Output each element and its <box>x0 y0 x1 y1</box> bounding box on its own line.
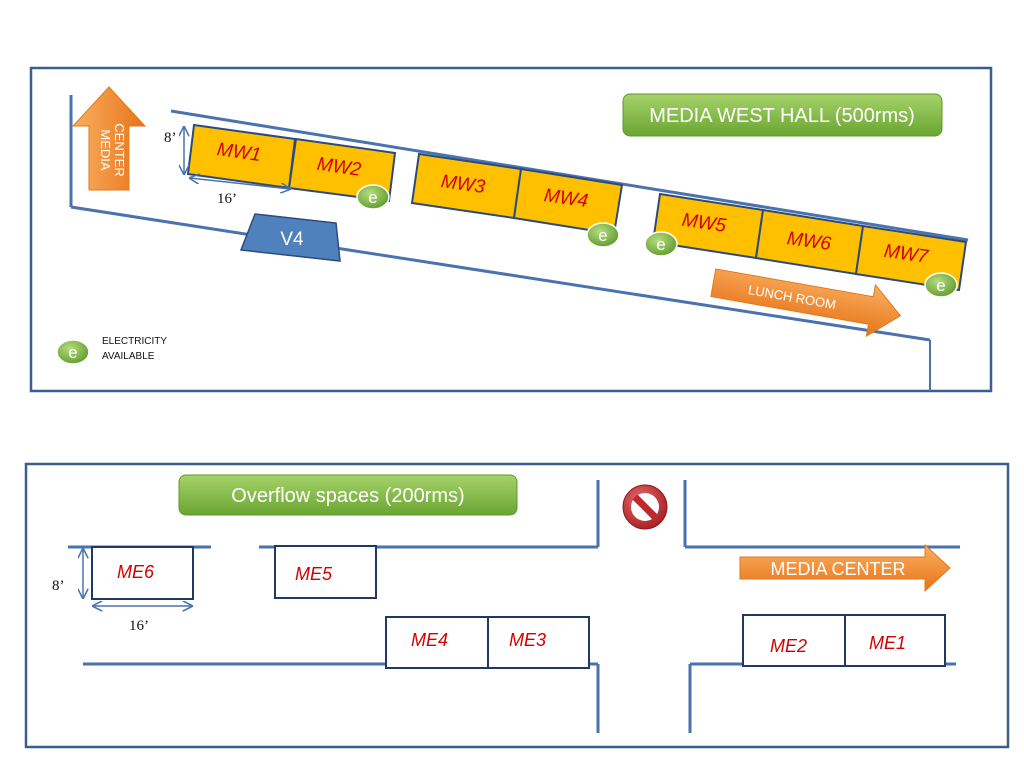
booth-mw5[interactable]: MW5 <box>651 192 765 260</box>
electricity-legend: e ELECTRICITY AVAILABLE <box>56 336 167 365</box>
electricity-icon: e <box>924 272 958 298</box>
booth-me3[interactable]: ME3 <box>487 616 590 669</box>
overflow-height-label: 8’ <box>52 578 65 594</box>
booth-me2-label: ME2 <box>770 636 807 656</box>
west-hall-title: MEDIA WEST HALL (500rms) <box>622 93 943 137</box>
media-center-label-line2: CENTER <box>112 123 127 176</box>
electricity-icon: e <box>644 231 678 257</box>
booth-me4[interactable]: ME4 <box>385 616 489 669</box>
electricity-marker-label: e <box>368 188 377 207</box>
booth-me6-label: ME6 <box>117 562 155 582</box>
media-center-label-line1: MEDIA <box>98 129 113 171</box>
electricity-icon: e <box>586 222 620 248</box>
hall-wall <box>170 109 969 242</box>
overflow-title: Overflow spaces (200rms) <box>178 474 518 516</box>
booth-me5[interactable]: ME5 <box>274 545 377 599</box>
hall-wall <box>70 205 931 342</box>
overflow-frame <box>24 462 1010 749</box>
legend-marker-label: e <box>68 343 77 362</box>
booth-me3-label: ME3 <box>509 630 546 650</box>
west-hall-title-text: MEDIA WEST HALL (500rms) <box>649 105 915 127</box>
booth-mw4[interactable]: MW4 <box>512 167 624 236</box>
overflow-media-center-arrow: MEDIA CENTER <box>739 543 951 593</box>
electricity-icon: e <box>356 184 390 210</box>
height-dimension-label: 8’ <box>164 130 177 146</box>
overflow-title-text: Overflow spaces (200rms) <box>231 485 464 507</box>
width-dimension-arrow <box>190 178 290 189</box>
electricity-legend-icon <box>56 339 90 365</box>
legend-line2: AVAILABLE <box>102 351 155 362</box>
west-hall-frame <box>29 66 993 393</box>
booth-me5-label: ME5 <box>295 564 333 584</box>
overflow-media-center-label: MEDIA CENTER <box>770 559 905 579</box>
v4-label: V4 <box>280 229 304 250</box>
electricity-marker-label: e <box>936 276 945 295</box>
booth-me1[interactable]: ME1 <box>844 614 946 667</box>
v4-booth[interactable]: V4 <box>239 213 341 262</box>
media-center-arrow: MEDIA CENTER <box>71 86 147 191</box>
booth-mw3[interactable]: MW3 <box>410 152 523 220</box>
booth-me6[interactable]: ME6 <box>91 546 194 600</box>
width-dimension-label: 16’ <box>217 191 237 207</box>
west-hall-panel: MEDIA CENTER MW1 MW2 MW3 MW4 MW5 MW6 <box>29 66 993 393</box>
booth-me1-label: ME1 <box>869 633 906 653</box>
overflow-panel: Overflow spaces (200rms) ME6 ME5 ME4 ME3… <box>24 462 1010 749</box>
booth-me4-label: ME4 <box>411 630 448 650</box>
booth-mw1[interactable]: MW1 <box>186 123 297 190</box>
overflow-width-label: 16’ <box>129 618 149 634</box>
booth-me2[interactable]: ME2 <box>742 614 846 667</box>
electricity-marker-label: e <box>598 226 607 245</box>
no-entry-icon <box>622 484 668 530</box>
booth-mw6[interactable]: MW6 <box>754 208 865 276</box>
electricity-marker-label: e <box>656 235 665 254</box>
legend-line1: ELECTRICITY <box>102 336 167 347</box>
